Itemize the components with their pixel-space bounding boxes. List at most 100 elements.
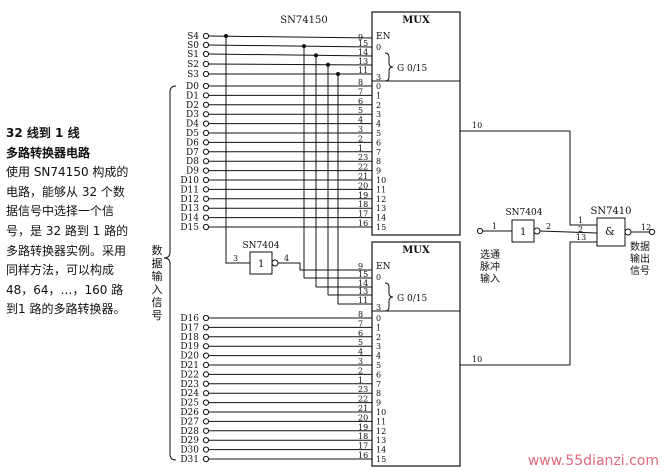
data-bottom-terminal-6 — [202, 371, 210, 378]
data-bottom-terminal-4 — [202, 352, 210, 359]
inverter-mid-pin-out: 4 — [284, 254, 289, 263]
mux-bottom-ctrl-pin-3: 11 — [358, 296, 368, 305]
data-bottom-label-12: D28 — [180, 427, 199, 437]
data-input-label-char-5: 号 — [152, 309, 163, 322]
select-terminal-S3 — [202, 70, 210, 78]
data-top-chip-label-15: 15 — [376, 223, 386, 232]
wire-s4 — [208, 35, 373, 39]
data-bottom-chip-label-15: 15 — [376, 455, 386, 464]
data-top-terminal-7 — [202, 148, 210, 155]
data-bottom-terminal-11 — [202, 418, 210, 425]
data-top-pin-12: 19 — [358, 191, 368, 200]
data-bottom-label-10: D26 — [180, 408, 199, 418]
data-top-terminal-14 — [202, 214, 210, 221]
data-top-pin-11: 20 — [358, 181, 368, 190]
data-input-brace — [163, 85, 177, 461]
nand-label: SN7410 — [590, 206, 631, 217]
data-bottom-label-4: D20 — [180, 352, 199, 362]
mux-bottom-en-label: EN — [376, 262, 391, 272]
data-top-label-2: D2 — [186, 101, 199, 111]
data-top-terminal-13 — [202, 205, 210, 212]
mux-top-ctrl-0: 0 — [376, 43, 381, 52]
description-title-line2: 多路转换器电路 — [6, 145, 91, 160]
chips — [163, 11, 656, 467]
inverter-right-label: SN7404 — [506, 208, 543, 218]
data-bottom-pin-15: 16 — [358, 451, 368, 460]
nand-pin-out: 12 — [641, 223, 651, 232]
data-bottom-terminal-14 — [202, 446, 210, 453]
data-bottom-pin-7: 1 — [358, 376, 363, 385]
data-bottom-chip-label-13: 13 — [376, 436, 386, 445]
wire-nand-in-1 — [569, 131, 597, 226]
watermark: www.55dianzi.com — [527, 453, 659, 469]
data-bottom-label-6: D22 — [180, 370, 199, 380]
select-input-label-S3: S3 — [187, 70, 199, 80]
junction-dot — [302, 44, 306, 49]
data-top-pin-7: 1 — [358, 144, 363, 153]
mux-bottom-ctrl-pin-2: 13 — [358, 287, 368, 296]
select-terminal-S2 — [202, 60, 210, 68]
mux-bottom-pin-en: 9 — [358, 262, 363, 271]
data-bottom-pin-4: 4 — [358, 348, 363, 357]
junction-dot — [224, 34, 228, 38]
data-top-pin-14: 17 — [358, 210, 368, 219]
inverter-mid-label: SN7404 — [243, 241, 280, 251]
data-input-label-char-1: 据 — [152, 256, 163, 270]
inverter-mid-glyph: 1 — [258, 259, 264, 270]
data-top-chip-label-10: 10 — [376, 176, 386, 185]
data-bottom-pin-3: 5 — [358, 338, 363, 347]
data-bottom-terminal-7 — [202, 380, 210, 387]
data-bottom-label-8: D24 — [180, 389, 199, 399]
data-bottom-chip-label-14: 14 — [376, 446, 386, 455]
select-input-label-S2: S2 — [187, 60, 199, 70]
nand-pin-1: 1 — [578, 216, 583, 225]
data-top-label-13: D13 — [180, 204, 199, 214]
data-top-label-14: D14 — [180, 214, 199, 224]
mux-top-ctrl-pin-1: 14 — [358, 48, 368, 57]
data-top-terminal-4 — [202, 120, 210, 127]
data-bottom-terminal-1 — [202, 324, 210, 331]
data-bottom-pin-9: 22 — [358, 395, 368, 404]
description-panel: 32 线到 1 线 多路转换器电路 使用 SN74150 构成的电路，能够从 3… — [6, 124, 134, 320]
data-bottom-terminal-3 — [202, 343, 210, 350]
mux-bottom-title: MUX — [402, 245, 430, 256]
data-top-pin-9: 22 — [358, 163, 368, 172]
mux-bottom-brace — [384, 282, 394, 312]
data-bottom-pin-12: 19 — [358, 423, 368, 432]
data-bottom-pin-5: 3 — [358, 357, 363, 366]
description-title-line1: 32 线到 1 线 — [6, 126, 80, 140]
data-output-label-3: 信号 — [630, 265, 650, 277]
data-bottom-pin-2: 6 — [358, 329, 363, 338]
data-top-terminal-2 — [202, 101, 210, 108]
mux-top-brace — [384, 52, 394, 82]
data-top-pin-6: 2 — [358, 134, 363, 143]
data-top-label-1: D1 — [186, 91, 199, 101]
data-bottom-chip-label-5: 5 — [376, 361, 381, 370]
data-bottom-label-13: D29 — [180, 436, 199, 446]
data-top-pin-1: 7 — [358, 87, 363, 96]
data-bottom-pin-14: 17 — [358, 442, 368, 451]
junction-dot — [326, 62, 330, 67]
data-top-pin-15: 16 — [358, 219, 368, 228]
data-top-terminal-1 — [202, 92, 210, 99]
select-input-label-S0: S0 — [187, 41, 199, 51]
data-output-label-2: 输出 — [630, 252, 650, 265]
data-top-chip-label-6: 6 — [376, 138, 381, 147]
data-top-label-9: D9 — [186, 167, 199, 177]
mux-top-ctrl-pin-0: 15 — [358, 39, 368, 48]
data-top-chip-label-9: 9 — [376, 167, 381, 176]
data-top-chip-label-5: 5 — [376, 129, 381, 138]
mux-bottom-ctrl-pin-1: 14 — [358, 279, 368, 288]
wire-strobe-out — [539, 230, 598, 234]
data-top-pin-13: 18 — [358, 200, 368, 209]
data-bottom-label-5: D21 — [180, 361, 199, 371]
select-terminal-S1 — [202, 50, 210, 58]
data-bottom-terminal-5 — [202, 361, 210, 369]
data-bottom-chip-label-10: 10 — [376, 408, 386, 417]
data-bottom-chip-label-1: 1 — [376, 323, 381, 332]
data-top-chip-label-7: 7 — [376, 148, 381, 157]
data-top-pin-8: 23 — [358, 153, 368, 162]
description-body: 使用 SN74150 构成的电路，能够从 32 个数据信号中选择一个信号，是 3… — [6, 165, 129, 317]
data-top-chip-label-0: 0 — [376, 82, 381, 91]
